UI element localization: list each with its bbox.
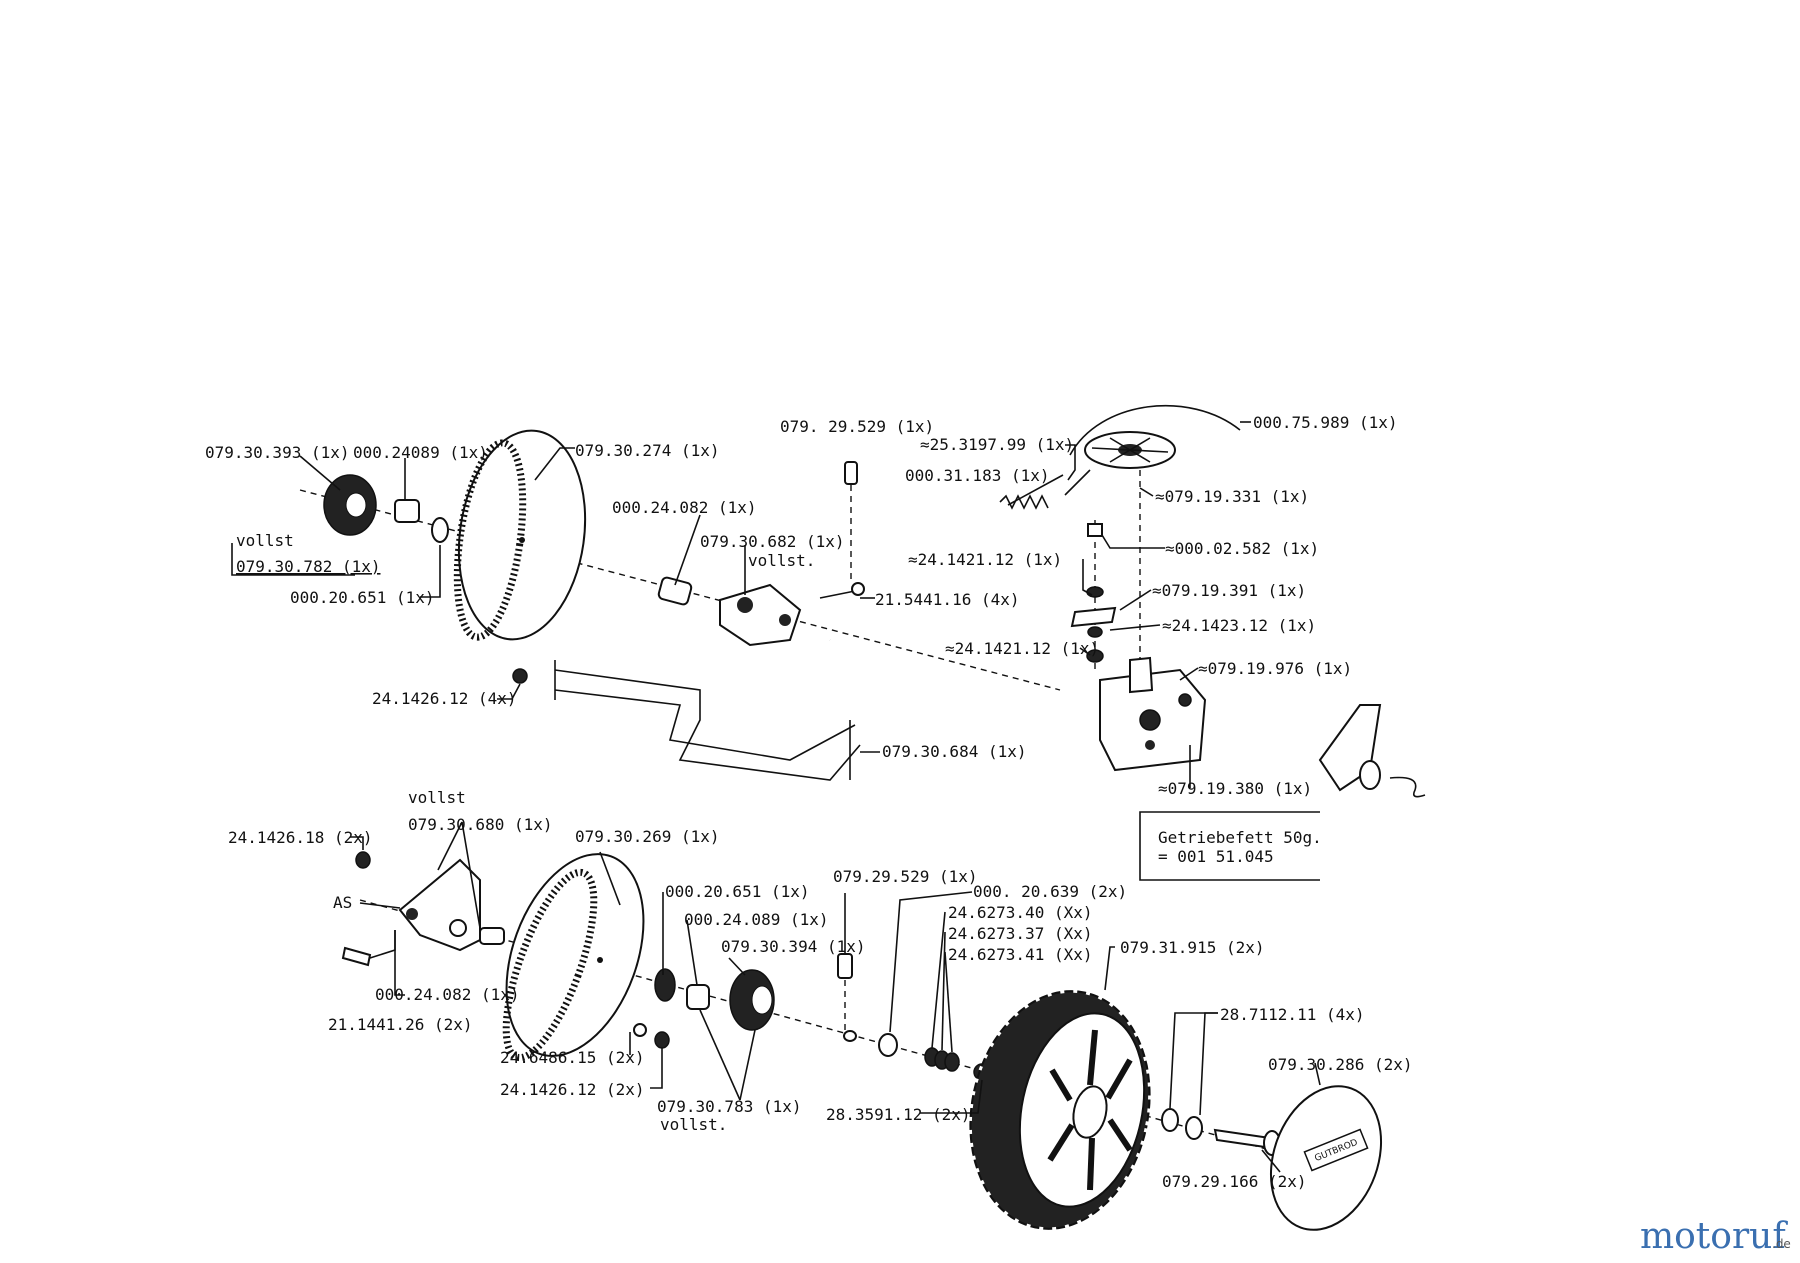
axle-end-indicator bbox=[1389, 776, 1426, 798]
label-vollst-a: vollst bbox=[236, 531, 294, 550]
label-000-75-989: 000.75.989 (1x) bbox=[1253, 413, 1398, 432]
clip-lower bbox=[837, 953, 853, 979]
shim-c bbox=[944, 1052, 960, 1072]
label-000-20-639: 000. 20.639 (2x) bbox=[973, 882, 1127, 901]
label-079-30-782: 079.30.782 (1x) bbox=[236, 557, 381, 576]
part-labels: 079.30.393 (1x) 000.24089 (1x) 079.30.27… bbox=[205, 413, 1413, 1191]
leader-lines bbox=[231, 421, 1321, 1173]
label-079-19-331: ≈079.19.331 (1x) bbox=[1155, 487, 1309, 506]
label-24-1423-12: ≈24.1423.12 (1x) bbox=[1162, 616, 1316, 635]
label-as: AS bbox=[333, 893, 352, 912]
washer-lower-a bbox=[633, 1023, 647, 1037]
label-000-24-082-b: 000.24.082 (1x) bbox=[375, 985, 520, 1004]
label-079-30-682: 079.30.682 (1x) bbox=[700, 532, 845, 551]
label-000-24-089-b: 000.24.089 (1x) bbox=[684, 910, 829, 929]
rear-roller-disc bbox=[453, 429, 587, 641]
washer-lower-b bbox=[654, 968, 676, 1002]
label-21-1441-26: 21.1441.26 (2x) bbox=[328, 1015, 473, 1034]
label-vollst-d: vollst. bbox=[660, 1115, 727, 1134]
label-079-30-783: 079.30.783 (1x) bbox=[657, 1097, 802, 1116]
spring bbox=[999, 494, 1049, 510]
label-079-30-394: 079.30.394 (1x) bbox=[721, 937, 866, 956]
label-079-19-380: ≈079.19.380 (1x) bbox=[1158, 779, 1312, 798]
label-000-24-082-a: 000.24.082 (1x) bbox=[612, 498, 757, 517]
front-roller-disc bbox=[502, 853, 645, 1062]
washer-upper bbox=[431, 517, 449, 543]
key-plate bbox=[1070, 606, 1117, 628]
bracket-plate bbox=[398, 858, 481, 952]
label-24-6486-15: 24.6486.15 (2x) bbox=[500, 1048, 645, 1067]
label-24-1421-12-b: ≈24.1421.12 (1x) bbox=[945, 639, 1099, 658]
watermark-logo: motoruf .de bbox=[1640, 1216, 1791, 1257]
lever-bar bbox=[554, 669, 861, 781]
clip-upper bbox=[844, 461, 858, 485]
bushing-upper bbox=[394, 499, 420, 523]
label-079-30-274: 079.30.274 (1x) bbox=[575, 441, 720, 460]
fitting bbox=[1087, 523, 1103, 537]
label-000-24089-a: 000.24089 (1x) bbox=[353, 443, 488, 462]
label-079-29-529-b: 079.29.529 (1x) bbox=[833, 867, 978, 886]
label-000-02-582: ≈000.02.582 (1x) bbox=[1165, 539, 1319, 558]
washer-b bbox=[1087, 626, 1103, 638]
drive-gear-upper bbox=[323, 474, 377, 536]
label-079-30-680: 079.30.680 (1x) bbox=[408, 815, 553, 834]
nut-lower-a bbox=[355, 851, 371, 869]
washer-c bbox=[1086, 649, 1104, 663]
hubcap: GUTBROD bbox=[1269, 1085, 1383, 1231]
label-079-29-166: 079.29.166 (2x) bbox=[1162, 1172, 1307, 1191]
label-21-5441-16: 21.5441.16 (4x) bbox=[875, 590, 1020, 609]
label-24-6273-37: 24.6273.37 (Xx) bbox=[948, 924, 1093, 943]
rear-wheel bbox=[968, 989, 1152, 1231]
upper-assembly bbox=[299, 404, 1426, 881]
label-000-20-651-b: 000.20.651 (1x) bbox=[665, 882, 810, 901]
label-vollst-b: vollst. bbox=[748, 551, 815, 570]
spacer-washer bbox=[878, 1033, 898, 1057]
washer-wheel-a bbox=[1161, 1108, 1179, 1132]
nut-lower-b bbox=[654, 1031, 670, 1049]
label-getriebefett: Getriebefett 50g. bbox=[1158, 828, 1322, 847]
label-079-30-286: 079.30.286 (2x) bbox=[1268, 1055, 1413, 1074]
label-24-6273-41: 24.6273.41 (Xx) bbox=[948, 945, 1093, 964]
axle-axis-line bbox=[299, 489, 1061, 691]
v-belt bbox=[1069, 404, 1241, 456]
bushing-lower-b bbox=[686, 984, 710, 1010]
label-28-3591-12: 28.3591.12 (2x) bbox=[826, 1105, 971, 1124]
label-079-31-915: 079.31.915 (2x) bbox=[1120, 938, 1265, 957]
washer-a bbox=[1086, 586, 1104, 598]
label-079-29-529-a: 079. 29.529 (1x) bbox=[780, 417, 934, 436]
label-079-30-684: 079.30.684 (1x) bbox=[882, 742, 1027, 761]
grease-box bbox=[1139, 811, 1320, 881]
label-079-30-393: 079.30.393 (1x) bbox=[205, 443, 350, 462]
label-001-51-045: = 001 51.045 bbox=[1158, 847, 1274, 866]
watermark-brand: motoruf bbox=[1640, 1216, 1788, 1257]
key-pin bbox=[1064, 469, 1091, 496]
bushing-lower-a bbox=[479, 927, 505, 945]
nut-upper bbox=[512, 668, 528, 684]
label-000-20-651-a: 000.20.651 (1x) bbox=[290, 588, 435, 607]
label-000-31-183: 000.31.183 (1x) bbox=[905, 466, 1050, 485]
label-24-1426-18: 24.1426.18 (2x) bbox=[228, 828, 373, 847]
label-24-1426-12-a: 24.1426.12 (4x) bbox=[372, 689, 517, 708]
label-25-3197-99: ≈25.3197.99 (1x) bbox=[920, 435, 1074, 454]
bushing-bracket bbox=[657, 576, 693, 606]
label-24-1421-12-a: ≈24.1421.12 (1x) bbox=[908, 550, 1062, 569]
label-079-19-976: ≈079.19.976 (1x) bbox=[1198, 659, 1352, 678]
lower-assembly: GUTBROD bbox=[341, 851, 1383, 1231]
label-vollst-c: vollst bbox=[408, 788, 466, 807]
label-28-7112-11: 28.7112.11 (4x) bbox=[1220, 1005, 1365, 1024]
screw-lower bbox=[341, 946, 372, 967]
label-24-6273-40: 24.6273.40 (Xx) bbox=[948, 903, 1093, 922]
label-24-1426-12-b: 24.1426.12 (2x) bbox=[500, 1080, 645, 1099]
gearbox bbox=[1099, 656, 1207, 772]
label-079-30-269: 079.30.269 (1x) bbox=[575, 827, 720, 846]
watermark-suffix: .de bbox=[1772, 1237, 1791, 1251]
label-079-19-391: ≈079.19.391 (1x) bbox=[1152, 581, 1306, 600]
washer-wheel-b bbox=[1185, 1116, 1203, 1140]
